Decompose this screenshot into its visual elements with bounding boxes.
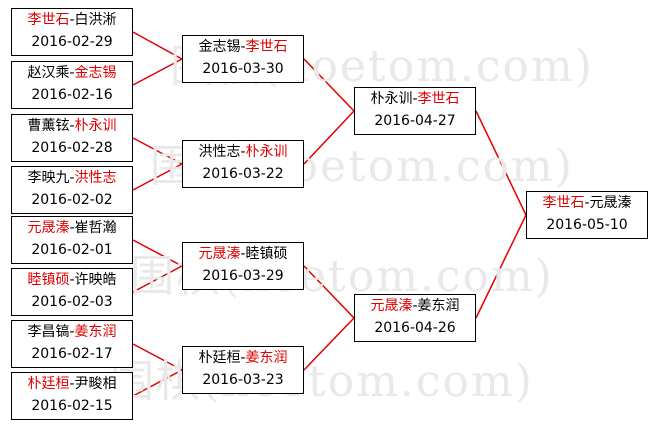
player-first: 金志锡 [198,39,241,55]
match-date: 2016-02-02 [31,192,113,208]
round1-match-1: 李世石-白洪淅 2016-02-29 [11,8,133,56]
player-second: 朴永训 [245,144,288,160]
player-second: 崔哲瀚 [74,220,117,236]
match-date: 2016-03-30 [202,61,284,77]
match-players: 洪性志-朴永训 [198,144,288,160]
player-first: 朴廷桓 [198,350,241,366]
match-date: 2016-03-23 [202,372,284,388]
round1-match-3: 曹薰铉-朴永训 2016-02-28 [11,114,133,162]
match-date: 2016-02-01 [31,242,113,258]
round1-match-5: 元晟溱-崔哲瀚 2016-02-01 [11,216,133,264]
round1-match-2: 赵汉乘-金志锡 2016-02-16 [11,61,133,109]
round3-match-1: 朴永训-李世石 2016-04-27 [354,87,476,135]
player-second: 白洪淅 [74,12,117,28]
player-first: 李昌镐 [27,324,70,340]
player-first: 朴永训 [370,91,413,107]
player-first: 李世石 [27,12,70,28]
match-players: 李世石-元晟溱 [542,195,632,211]
connector-line-6 [132,265,183,293]
round1-match-6: 睦镇硕-许映皓 2016-02-03 [11,268,133,316]
match-players: 朴廷桓-姜东润 [198,350,288,366]
player-second: 尹畯相 [74,376,117,392]
player-first: 元晟溱 [370,298,413,314]
player-first: 睦镇硕 [27,272,70,288]
match-players: 元晟溱-姜东润 [370,298,460,314]
round1-match-4: 李映九-洪性志 2016-02-02 [11,166,133,214]
match-players: 李世石-白洪淅 [27,12,117,28]
player-second: 元晟溱 [589,195,632,211]
connector-line-11 [303,265,355,319]
match-players: 曹薰铉-朴永训 [27,118,117,134]
player-first: 赵汉乘 [27,65,70,81]
player-second: 睦镇硕 [245,246,288,262]
player-second: 姜东润 [245,350,288,366]
round3-match-2: 元晟溱-姜东润 2016-04-26 [354,294,476,342]
player-first: 洪性志 [198,144,241,160]
connector-line-9 [303,58,355,112]
round2-match-2: 洪性志-朴永训 2016-03-22 [182,140,304,188]
connector-line-3 [132,137,183,165]
connector-line-12 [303,317,355,371]
player-second: 许映皓 [74,272,117,288]
match-players: 睦镇硕-许映皓 [27,272,117,288]
player-second: 姜东润 [417,298,460,314]
connector-line-2 [132,58,183,86]
player-first: 元晟溱 [198,246,241,262]
match-date: 2016-02-03 [31,294,113,310]
match-date: 2016-02-28 [31,140,113,156]
watermark: 围棋(hoetom.com) [110,356,534,407]
player-first: 朴廷桓 [27,376,70,392]
connector-line-4 [132,163,183,191]
connector-line-10 [303,110,355,165]
match-date: 2016-03-29 [202,268,284,284]
player-first: 李世石 [542,195,585,211]
connector-line-1 [132,31,183,60]
connector-line-5 [132,239,183,267]
round2-match-3: 元晟溱-睦镇硕 2016-03-29 [182,242,304,290]
player-second: 李世石 [417,91,460,107]
match-players: 元晟溱-崔哲瀚 [27,220,117,236]
round1-match-8: 朴廷桓-尹畯相 2016-02-15 [11,372,133,420]
round2-match-1: 金志锡-李世石 2016-03-30 [182,35,304,83]
match-date: 2016-04-27 [374,113,456,129]
player-first: 李映九 [27,170,70,186]
match-players: 赵汉乘-金志锡 [27,65,117,81]
connector-line-7 [132,343,183,371]
player-second: 朴永训 [74,118,117,134]
match-players: 朴永训-李世石 [370,91,460,107]
match-date: 2016-03-22 [202,166,284,182]
match-date: 2016-02-17 [31,346,113,362]
match-players: 金志锡-李世石 [198,39,288,55]
match-players: 李昌镐-姜东润 [27,324,117,340]
player-first: 曹薰铉 [27,118,70,134]
match-players: 李映九-洪性志 [27,170,117,186]
connector-line-13 [475,110,527,216]
match-date: 2016-02-29 [31,34,113,50]
match-players: 元晟溱-睦镇硕 [198,246,288,262]
player-second: 金志锡 [74,65,117,81]
player-second: 洪性志 [74,170,117,186]
connector-line-8 [132,369,183,397]
round1-match-7: 李昌镐-姜东润 2016-02-17 [11,320,133,368]
final-match: 李世石-元晟溱 2016-05-10 [526,191,648,239]
match-date: 2016-02-16 [31,87,113,103]
player-second: 姜东润 [74,324,117,340]
connector-line-14 [475,214,527,319]
match-date: 2016-02-15 [31,398,113,414]
player-second: 李世石 [245,39,288,55]
match-date: 2016-05-10 [546,217,628,233]
round2-match-4: 朴廷桓-姜东润 2016-03-23 [182,346,304,394]
match-date: 2016-04-26 [374,320,456,336]
match-players: 朴廷桓-尹畯相 [27,376,117,392]
player-first: 元晟溱 [27,220,70,236]
